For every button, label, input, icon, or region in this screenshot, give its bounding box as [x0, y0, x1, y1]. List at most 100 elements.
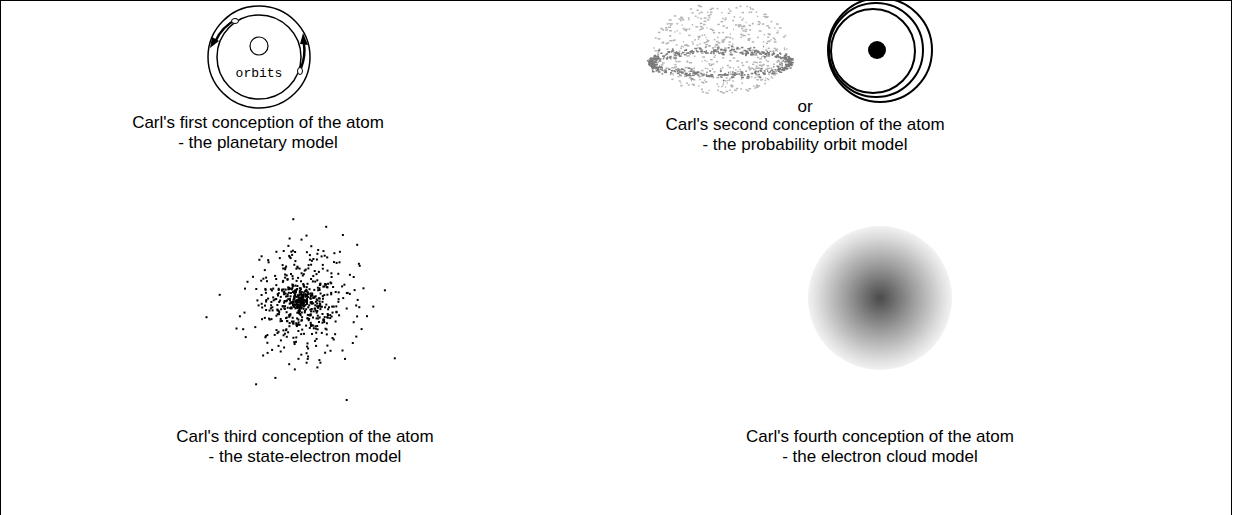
electron-dot [309, 327, 311, 329]
probability-speck [652, 60, 654, 62]
electron-dot [323, 319, 325, 321]
electron-dot [288, 292, 290, 294]
probability-speck [661, 69, 663, 71]
probability-speck [676, 69, 679, 71]
probability-speck [691, 51, 693, 53]
probability-speck [688, 17, 690, 19]
probability-speck [650, 64, 653, 66]
probability-speck [724, 19, 726, 21]
electron-dot [301, 329, 303, 331]
probability-speck [758, 21, 761, 23]
probability-speck [764, 83, 766, 85]
probability-speck [726, 91, 729, 93]
electron-dot [302, 299, 304, 301]
electron-dot [301, 319, 303, 321]
probability-speck [747, 6, 749, 8]
caption-line: - the electron cloud model [782, 447, 978, 467]
probability-speck [652, 70, 653, 72]
electron-dot [260, 280, 262, 282]
electron-dot [299, 294, 301, 296]
probability-speck [701, 27, 704, 29]
probability-speck [671, 67, 673, 69]
electron-dot [306, 295, 308, 297]
electron-dot [322, 313, 324, 315]
electron-dot [242, 328, 244, 330]
probability-speck [736, 60, 739, 62]
electron-dot [299, 299, 301, 301]
probability-speck [784, 47, 785, 49]
probability-speck [683, 28, 685, 30]
probability-speck [647, 60, 648, 62]
probability-speck [659, 58, 662, 60]
probability-speck [787, 59, 788, 61]
electron-dot [384, 289, 386, 291]
probability-speck [761, 79, 764, 81]
electron-dot [336, 311, 338, 313]
electron-dot [346, 399, 348, 401]
probability-speck [755, 73, 757, 75]
electron-dot [297, 319, 299, 321]
electron-dot [361, 328, 363, 330]
electron-dot [285, 266, 287, 268]
probability-speck [768, 27, 770, 29]
probability-speck [653, 58, 656, 60]
probability-speck [741, 19, 742, 21]
probability-speck [742, 53, 744, 55]
electron-dot [282, 264, 284, 266]
probability-speck [722, 18, 724, 20]
electron-dot [280, 351, 282, 353]
probability-speck [702, 91, 704, 93]
electron-dot [287, 245, 289, 247]
probability-speck [722, 41, 724, 43]
electron-dot [295, 268, 297, 270]
probability-speck [779, 68, 781, 70]
probability-speck [695, 16, 697, 18]
probability-speck [672, 48, 674, 50]
probability-speck [653, 67, 655, 69]
probability-speck [697, 72, 699, 74]
electron-dot [239, 315, 241, 317]
probability-speck [773, 73, 776, 75]
electron-dot [327, 313, 329, 315]
probability-speck [694, 39, 696, 41]
electron-dot [265, 277, 267, 279]
electron-dot [330, 282, 332, 284]
probability-speck [726, 77, 728, 79]
probability-speck [669, 35, 671, 37]
probability-speck [679, 55, 682, 57]
probability-speck [732, 43, 733, 45]
probability-speck [740, 88, 742, 90]
probability-speck [718, 32, 720, 34]
probability-speck [706, 37, 707, 39]
electron-dot [321, 306, 323, 308]
probability-speck [661, 64, 664, 66]
probability-speck [694, 48, 697, 50]
electron-dot [325, 304, 327, 306]
probability-speck [728, 72, 729, 74]
probability-speck [753, 9, 754, 11]
electron-dot [303, 305, 305, 307]
probability-speck [751, 73, 754, 75]
electron-dot [271, 349, 273, 351]
electron-dot [312, 258, 314, 260]
electron-dot [301, 291, 303, 293]
probability-speck [679, 70, 680, 72]
probability-sphere [647, 5, 794, 94]
probability-speck [698, 38, 700, 40]
probability-speck [684, 70, 686, 72]
probability-speck [664, 70, 666, 72]
electron-dot [295, 291, 297, 293]
electron-dot [316, 325, 318, 327]
probability-speck [670, 74, 671, 76]
orbit-rings [206, 4, 312, 110]
probability-speck [749, 69, 750, 71]
probability-speck [666, 53, 669, 55]
probability-speck [747, 90, 749, 92]
probability-speck [766, 25, 769, 27]
electron-dot [299, 268, 301, 270]
electron-dot [285, 289, 287, 291]
probability-speck [763, 14, 764, 16]
electron-dot [314, 281, 316, 283]
electron-dot [282, 329, 284, 331]
electron-dot [297, 295, 299, 297]
